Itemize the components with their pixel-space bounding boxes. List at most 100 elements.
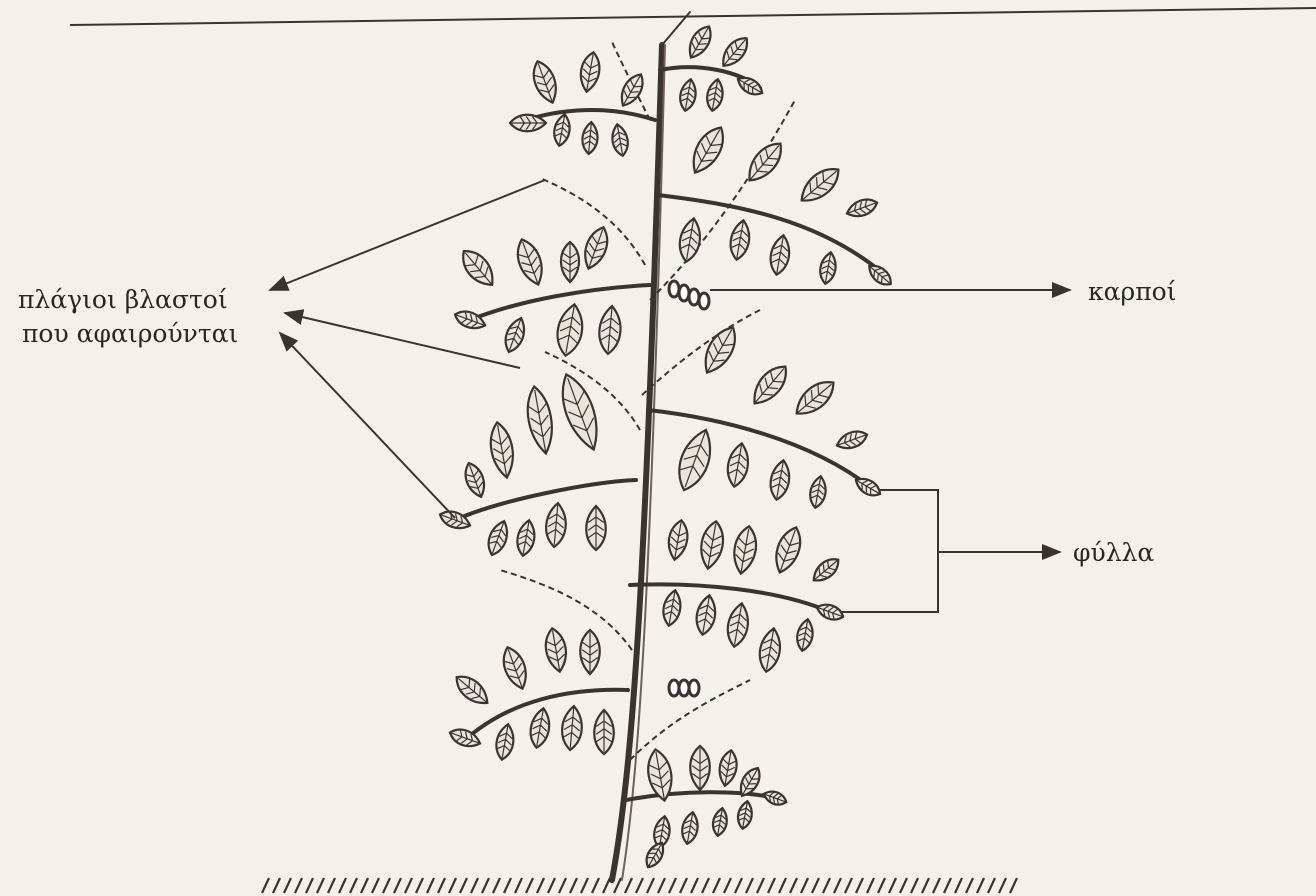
leaflet bbox=[512, 236, 548, 288]
ground-hatch-mark bbox=[427, 878, 434, 893]
leaflet bbox=[725, 442, 752, 489]
ground-hatch-mark bbox=[284, 878, 291, 893]
leaflet bbox=[684, 22, 716, 61]
ground-hatch-mark bbox=[922, 878, 929, 893]
ground-hatch-mark bbox=[702, 878, 709, 893]
ground-hatch-mark bbox=[691, 878, 698, 893]
ground-hatch-mark bbox=[350, 878, 357, 893]
ground-hatch-mark bbox=[361, 878, 368, 893]
ground-hatch-mark bbox=[581, 878, 588, 893]
ground-hatch-mark bbox=[713, 878, 720, 893]
leaflet bbox=[671, 425, 718, 494]
leaflet bbox=[452, 307, 487, 332]
leaflet bbox=[762, 788, 789, 807]
ground-hatch-mark bbox=[658, 878, 665, 893]
leaflet bbox=[768, 459, 793, 502]
ground-hatch-mark bbox=[735, 878, 742, 893]
leaflet bbox=[451, 670, 493, 710]
ground-hatch-mark bbox=[889, 878, 896, 893]
ground-hatching bbox=[262, 878, 1017, 893]
leaflet bbox=[677, 217, 704, 264]
ground-hatch-mark bbox=[471, 878, 478, 893]
leaflet bbox=[678, 78, 698, 112]
ground-hatch-mark bbox=[394, 878, 401, 893]
leaflet bbox=[515, 519, 538, 557]
ground-hatch-mark bbox=[493, 878, 500, 893]
ground-hatch-mark bbox=[306, 878, 313, 893]
ground-hatch-mark bbox=[603, 878, 610, 893]
leaflet bbox=[494, 723, 517, 761]
leaflet bbox=[461, 460, 489, 499]
leaflet bbox=[456, 244, 500, 291]
top-rule bbox=[70, 8, 1316, 25]
ground-hatch-mark bbox=[878, 878, 885, 893]
ground-hatch-mark bbox=[592, 878, 599, 893]
ground-hatch-mark bbox=[977, 878, 984, 893]
leaflet bbox=[730, 525, 759, 576]
ground-hatch-mark bbox=[812, 878, 819, 893]
ground-hatch-mark bbox=[768, 878, 775, 893]
leaflet bbox=[543, 627, 570, 674]
leaf-group bbox=[437, 22, 895, 870]
ground-hatch-mark bbox=[339, 878, 346, 893]
leaflet bbox=[844, 195, 879, 220]
leaflet bbox=[544, 502, 567, 548]
ground-hatch-mark bbox=[482, 878, 489, 893]
ground-hatch-mark bbox=[460, 878, 467, 893]
ground-hatch-mark bbox=[845, 878, 852, 893]
side-shoots-label-line2: που αφαιρούνται bbox=[22, 317, 238, 351]
leaflet bbox=[736, 800, 754, 830]
leaflet bbox=[705, 78, 725, 112]
leaflet bbox=[694, 594, 719, 637]
ground-hatch-mark bbox=[526, 878, 533, 893]
leaflet bbox=[808, 475, 828, 509]
leaflet bbox=[554, 302, 587, 357]
ground-hatch-mark bbox=[548, 878, 555, 893]
ground-hatch-mark bbox=[295, 878, 302, 893]
ground-hatch-mark bbox=[262, 878, 269, 893]
leaflet bbox=[680, 811, 700, 845]
ground-hatch-mark bbox=[966, 878, 973, 893]
leaflet bbox=[770, 524, 806, 576]
leaflet bbox=[717, 33, 753, 71]
leaflet bbox=[560, 705, 583, 751]
leaflet bbox=[528, 58, 561, 106]
leaflet bbox=[725, 602, 752, 649]
ground-hatch-mark bbox=[823, 878, 830, 893]
ground-hatch-mark bbox=[559, 878, 566, 893]
leaflet bbox=[561, 242, 579, 282]
ground-hatch-mark bbox=[746, 878, 753, 893]
leaflet bbox=[580, 630, 600, 674]
ground-hatch-mark bbox=[614, 878, 621, 893]
ground-hatch-mark bbox=[625, 878, 632, 893]
ground-hatch-mark bbox=[383, 878, 390, 893]
leaflet bbox=[597, 305, 622, 355]
ground-hatch-mark bbox=[636, 878, 643, 893]
side-shoots-label-line1: πλάγιοι βλαστοί bbox=[18, 283, 228, 317]
leaflet bbox=[711, 807, 729, 837]
leaflet bbox=[616, 70, 648, 109]
ground-hatch-mark bbox=[372, 878, 379, 893]
leaflet bbox=[690, 746, 710, 790]
leaves-label: φύλλα bbox=[1073, 536, 1154, 570]
leaflet bbox=[865, 261, 895, 289]
leaflet bbox=[552, 113, 572, 147]
leaflet bbox=[594, 710, 614, 754]
leaflet bbox=[697, 322, 742, 378]
ground-hatch-mark bbox=[999, 878, 1006, 893]
ground-hatch-mark bbox=[867, 878, 874, 893]
ground-hatch-mark bbox=[757, 878, 764, 893]
leaflet bbox=[757, 627, 784, 674]
leaflet bbox=[666, 519, 691, 562]
leaflet bbox=[685, 122, 730, 178]
ground-hatch-mark bbox=[801, 878, 808, 893]
leaflet bbox=[728, 219, 753, 262]
leaflet bbox=[717, 749, 740, 787]
ground-hatch-mark bbox=[955, 878, 962, 893]
ground-hatch-mark bbox=[680, 878, 687, 893]
ground-hatch-mark bbox=[504, 878, 511, 893]
leaflet bbox=[579, 224, 612, 272]
ground-hatch-mark bbox=[911, 878, 918, 893]
ground-hatch-mark bbox=[669, 878, 676, 893]
ground-hatch-mark bbox=[438, 878, 445, 893]
